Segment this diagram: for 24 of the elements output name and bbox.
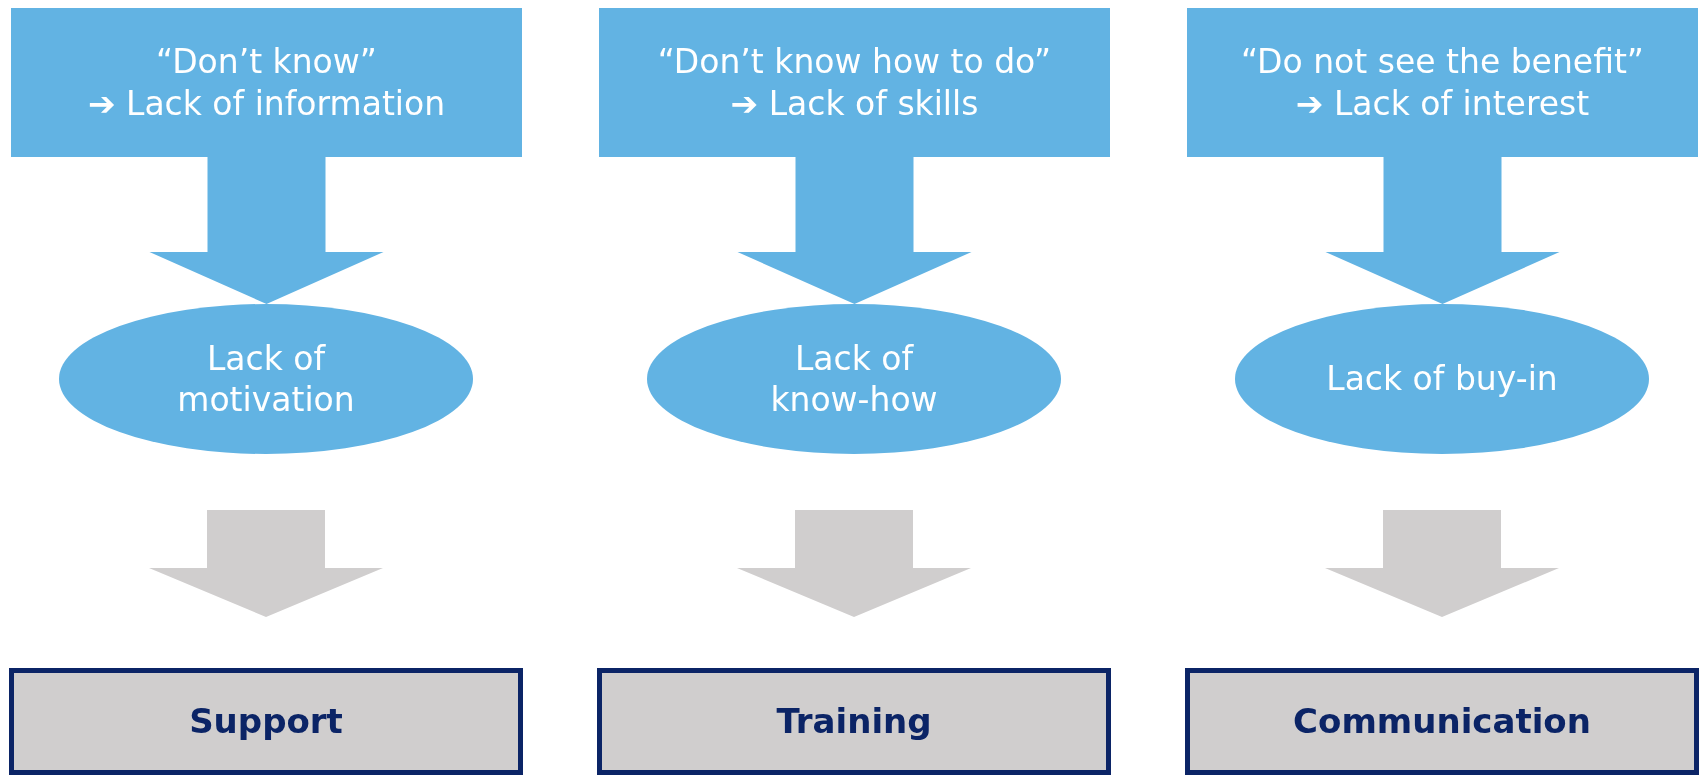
cause-text: ➔ Lack of interest xyxy=(1295,82,1590,124)
solution-label: Support xyxy=(189,700,343,743)
block-arrow xyxy=(737,157,972,304)
cause-text: “Do not see the benefit” xyxy=(1241,41,1644,83)
cause-text: ➔ Lack of information xyxy=(87,82,446,124)
block-arrow xyxy=(1325,157,1560,304)
cause-box xyxy=(599,8,1110,157)
cause-text: ➔ Lack of skills xyxy=(730,82,979,124)
block-arrow xyxy=(737,510,971,617)
cause-text: “Don’t know” xyxy=(156,41,377,83)
problem-label: Lack of motivation xyxy=(176,337,356,421)
block-arrow xyxy=(149,510,383,617)
solution-label: Training xyxy=(776,700,932,743)
cause-box xyxy=(11,8,522,157)
solution-box xyxy=(597,668,1111,775)
block-arrow xyxy=(149,157,384,304)
block-arrow xyxy=(1325,510,1559,617)
solution-label: Communication xyxy=(1293,700,1591,743)
solution-box xyxy=(1185,668,1699,775)
problem-label: Lack of know-how xyxy=(769,337,939,421)
problem-label: Lack of buy-in xyxy=(1325,358,1559,400)
cause-box xyxy=(1187,8,1698,157)
solution-box xyxy=(9,668,523,775)
cause-text: “Don’t know how to do” xyxy=(657,41,1052,83)
